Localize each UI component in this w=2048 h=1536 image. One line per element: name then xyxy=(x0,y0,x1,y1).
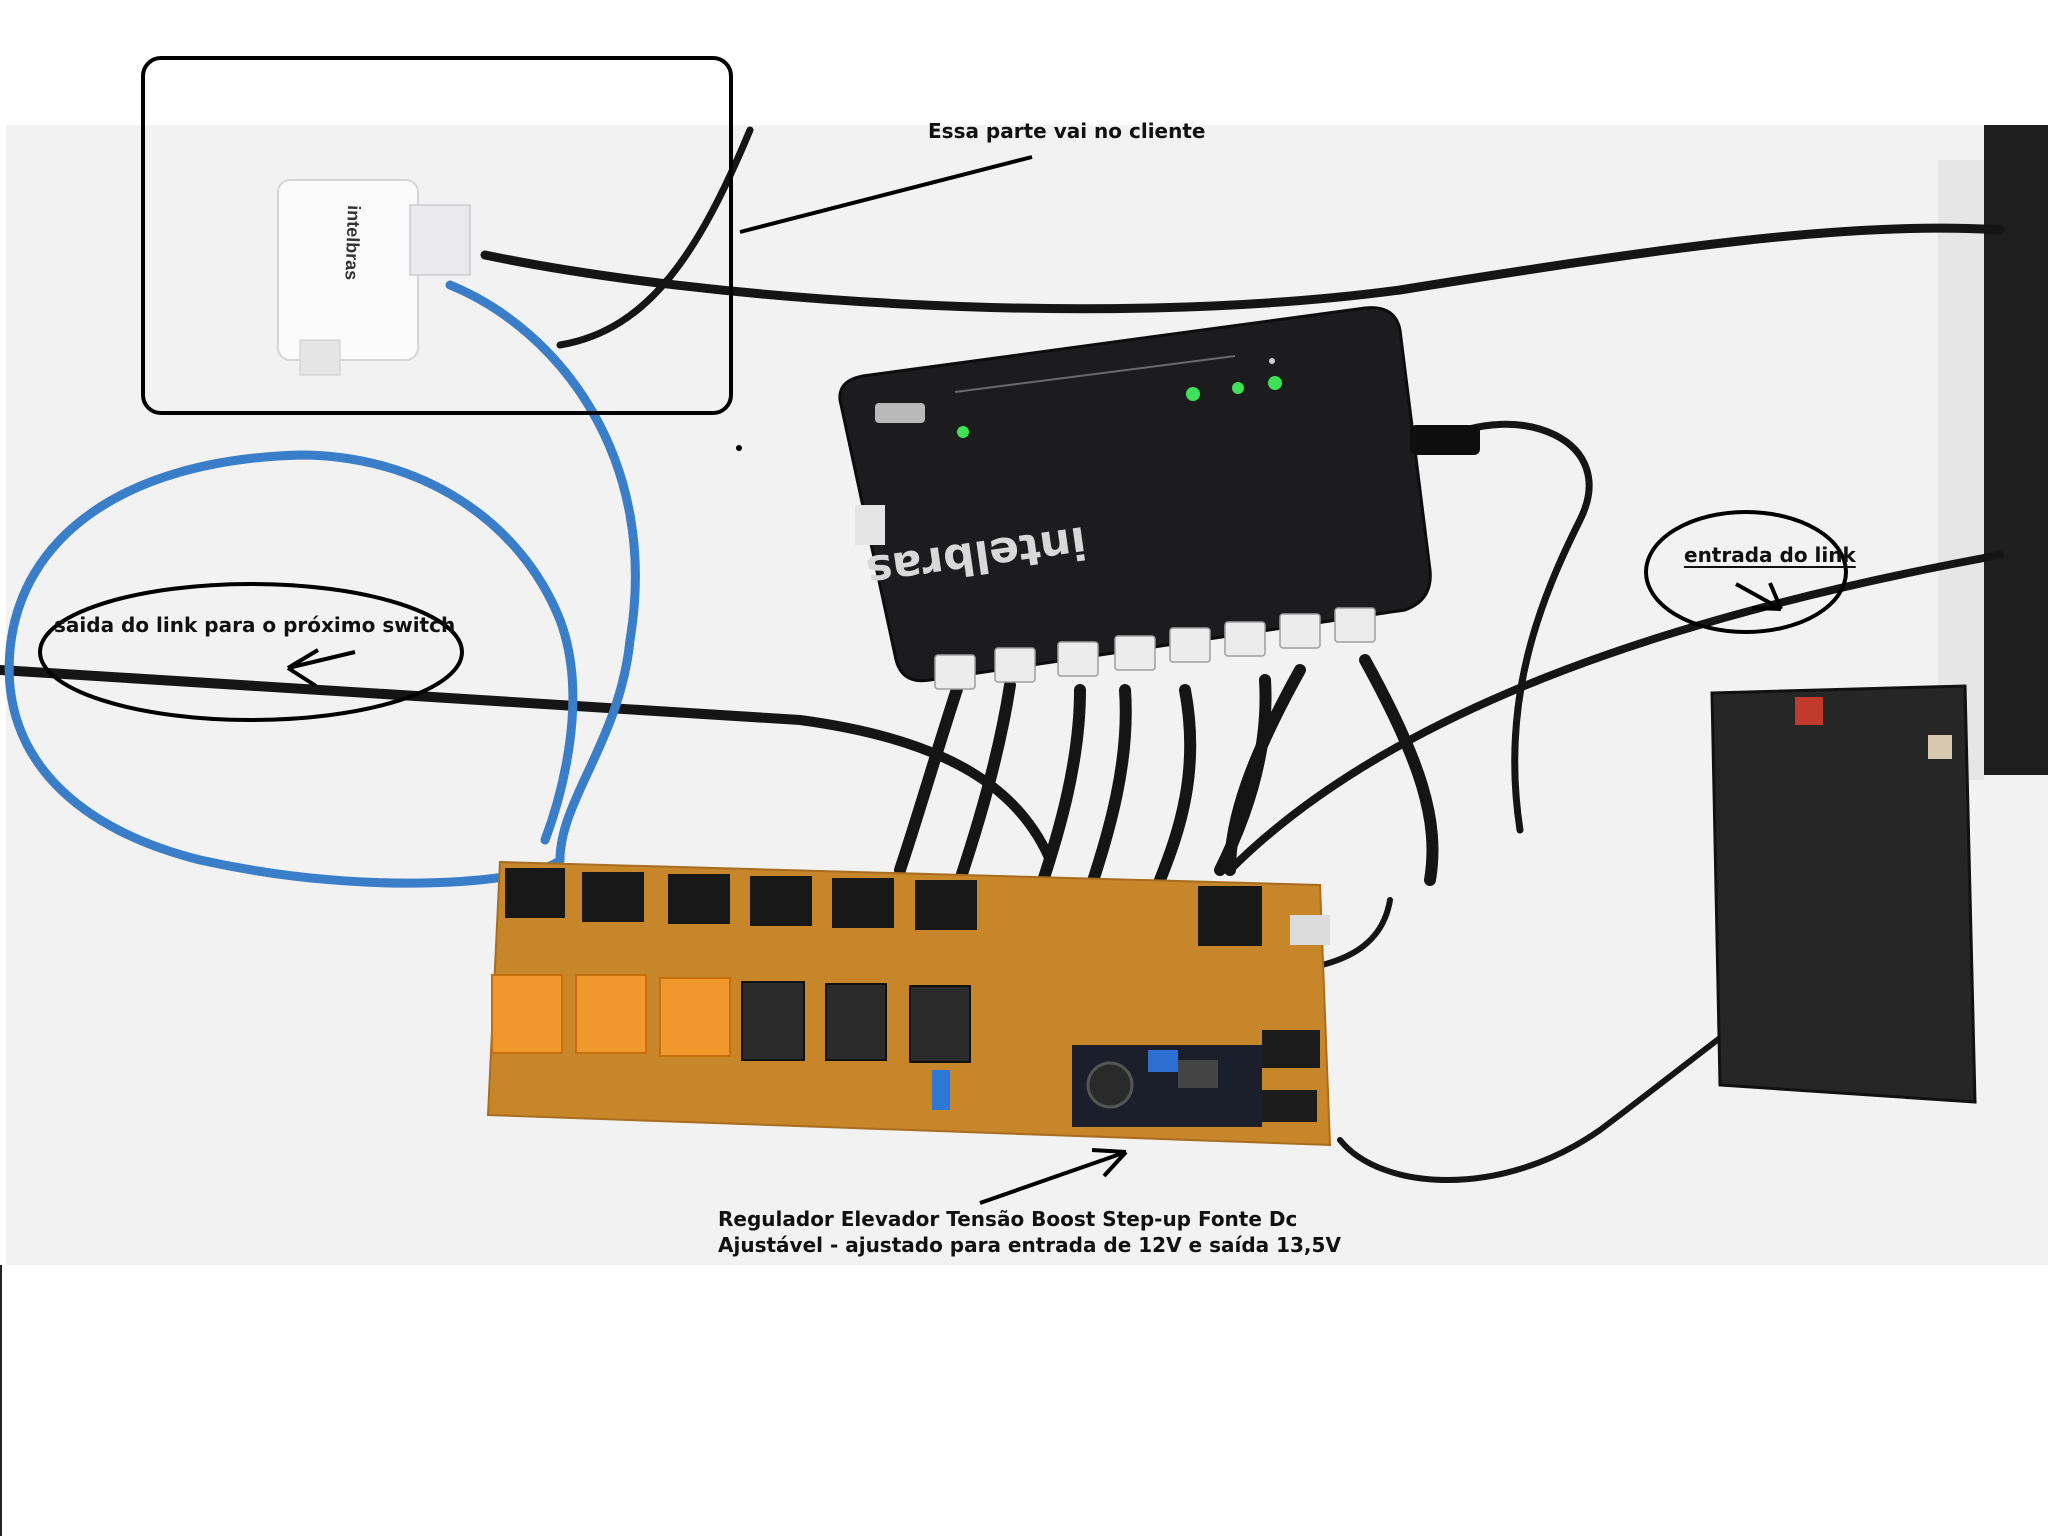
client-highlight-box xyxy=(141,56,733,415)
switch-ports xyxy=(934,607,1376,690)
boost-regulator-module xyxy=(1072,1045,1262,1127)
pcb-side-components xyxy=(1262,915,1330,1122)
ethernet-adapter: intelbras xyxy=(277,179,471,376)
regulator-caption-line1: Regulador Elevador Tensão Boost Step-up … xyxy=(718,1207,1298,1231)
adapter-brand-label: intelbras xyxy=(341,205,364,281)
battery xyxy=(1710,684,1977,1104)
battery-terminal-red xyxy=(1795,697,1823,725)
link-out-label: saida do link para o próximo switch xyxy=(54,613,456,637)
switch-model-badge xyxy=(875,403,925,423)
right-gray-edge xyxy=(1938,160,1984,780)
link-out-arrow xyxy=(286,648,356,688)
link-in-arrow xyxy=(1735,582,1783,611)
pcb-board xyxy=(486,860,1332,1147)
regulator-caption-line2: Ajustável - ajustado para entrada de 12V… xyxy=(718,1233,1341,1257)
link-out-ellipse xyxy=(38,582,464,722)
client-cable xyxy=(480,223,2005,314)
link-in-label: entrada do link xyxy=(1684,543,1856,567)
regulator-caption: Regulador Elevador Tensão Boost Step-up … xyxy=(718,1206,1341,1258)
power-cable-top xyxy=(1436,420,1593,834)
network-switch: intelbras xyxy=(838,306,1480,690)
switch-side-sticker xyxy=(855,505,885,545)
black-relays xyxy=(741,981,971,1063)
client-side-label: Essa parte vai no cliente xyxy=(928,119,1206,143)
link-in-cable xyxy=(1226,551,2004,874)
client-pointer-line xyxy=(739,155,1033,234)
blue-patch-cable xyxy=(4,280,640,888)
bottom-white-area xyxy=(0,1265,2048,1536)
dark-object-right-edge xyxy=(1984,125,2048,775)
battery-terminal xyxy=(1928,735,1952,759)
photo-top-white-strip xyxy=(0,0,2048,125)
rj45-jacks xyxy=(505,868,1262,946)
status-leds xyxy=(957,358,1282,438)
photo-left-gap xyxy=(0,125,6,1265)
regulator-arrow xyxy=(979,1148,1128,1205)
link-in-ellipse xyxy=(1644,510,1848,634)
orange-relays xyxy=(491,974,731,1057)
blue-capacitor xyxy=(932,1070,950,1110)
switch-power-jack xyxy=(1410,425,1480,455)
stray-dot xyxy=(736,445,742,451)
